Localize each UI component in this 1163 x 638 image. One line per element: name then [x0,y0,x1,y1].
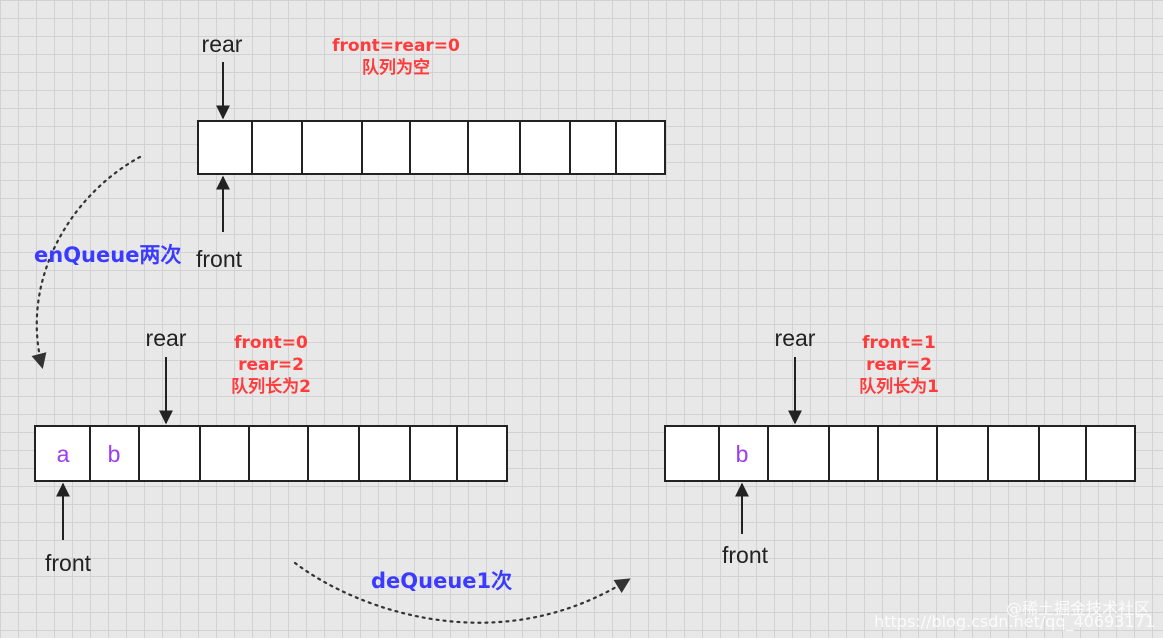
queue-cell [409,120,469,175]
queue-cell-value: b [736,441,749,467]
queue-cell [199,425,250,482]
front-label: front [722,542,769,568]
dequeue-label: deQueue1次 [371,569,512,593]
watermark: @稀土掘金技术社区 https://blog.csdn.net/qq_40693… [874,599,1155,632]
queue-cell [248,425,309,482]
state-note: 队列长为1 [859,376,939,397]
queue-cell [467,120,521,175]
queue-cell [197,120,253,175]
enqueue-label: enQueue两次 [34,243,181,267]
queue-cell [1085,425,1136,482]
rear-label: rear [202,31,243,57]
queue-cell [409,425,458,482]
queue-cell [251,120,303,175]
queue-array [34,425,508,482]
queue-cell [138,425,201,482]
queue-state-after-enqueue: a b rear front front=0 rear=2 队列长为2 [34,325,508,576]
queue-cell [301,120,363,175]
queue-array [664,425,1136,482]
queue-cell [936,425,989,482]
queue-cell-value: a [57,441,70,467]
queue-cell [767,425,830,482]
state-note: front=0 [234,333,308,353]
queue-cell [664,425,720,482]
queue-cell [1038,425,1087,482]
queue-cell-value: b [108,441,121,467]
queue-cell [877,425,938,482]
front-label: front [45,550,92,576]
queue-cell [718,425,769,482]
front-label: front [196,246,243,272]
queue-cell [828,425,879,482]
state-note: rear=2 [238,355,304,375]
state-note: front=rear=0 [332,36,460,56]
state-note: rear=2 [866,355,932,375]
queue-cell [307,425,360,482]
watermark-text: @稀土掘金技术社区 [1006,599,1150,618]
dequeue-transition-arrow [293,561,631,624]
queue-state-after-dequeue: b rear front front=1 rear=2 队列长为1 [664,325,1136,568]
queue-cell [569,120,617,175]
rear-label: rear [146,325,187,351]
state-note: front=1 [862,333,936,353]
queue-array [197,120,666,175]
queue-cell [456,425,508,482]
watermark-url: https://blog.csdn.net/qq_40693171 [874,612,1155,632]
state-note: 队列长为2 [231,376,311,397]
queue-cell [361,120,411,175]
state-note: 队列为空 [362,57,430,78]
rear-label: rear [775,325,816,351]
queue-cell [987,425,1040,482]
queue-cell [519,120,571,175]
enqueue-transition-arrow [31,155,142,369]
queue-state-empty: rear front front=rear=0 队列为空 [196,31,666,272]
queue-cell [615,120,666,175]
queue-cell [358,425,411,482]
